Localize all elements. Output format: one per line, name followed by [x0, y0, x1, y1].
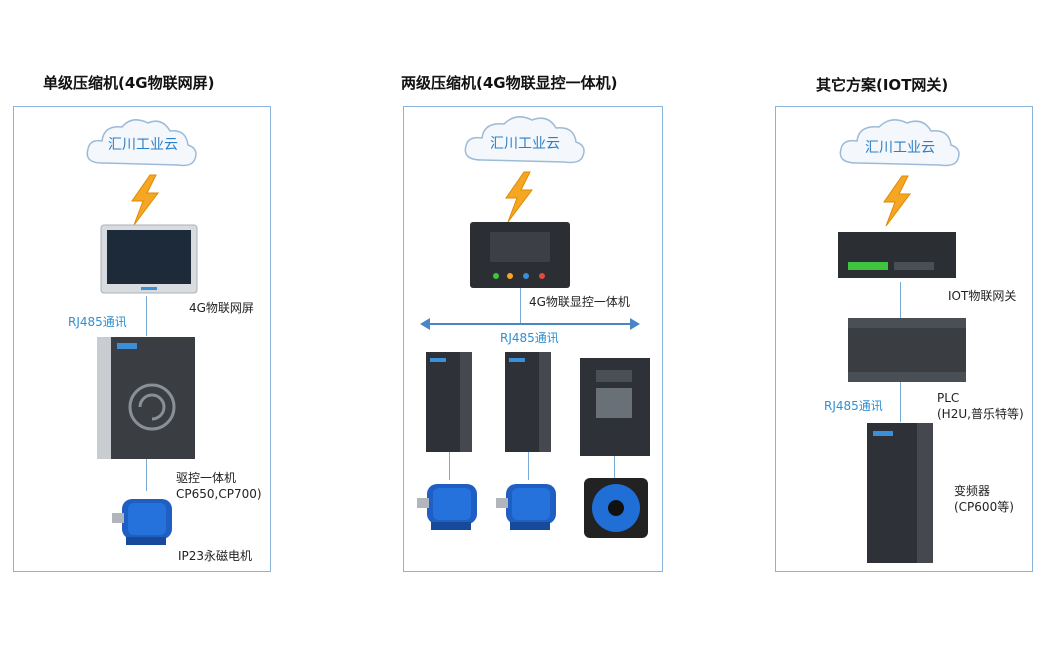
- link-label: RJ485通讯: [500, 331, 559, 345]
- section-title-single-stage: 单级压缩机(4G物联网屏): [43, 74, 215, 92]
- motor-icon: [496, 484, 556, 530]
- iot-gateway-device: [838, 232, 956, 278]
- drive-label-line1: 驱控一体机: [176, 471, 237, 485]
- device-label: 4G物联显控一体机: [529, 295, 630, 309]
- lightning-icon: [131, 174, 159, 226]
- inverter-2: [505, 352, 551, 452]
- cloud-label: 汇川工业云: [865, 140, 935, 156]
- iot-screen-device: [100, 224, 198, 294]
- gateway-label: IOT物联网关: [948, 289, 1017, 303]
- inverter-device: [867, 423, 933, 563]
- connector-line: [146, 296, 147, 336]
- cloud-label: 汇川工业云: [108, 137, 178, 153]
- connector-line: [900, 382, 901, 422]
- section-title-other: 其它方案(IOT网关): [816, 76, 949, 94]
- connector-line: [449, 452, 450, 480]
- hmi-controller-device: [470, 222, 570, 288]
- connector-line: [614, 456, 615, 478]
- drive-label-line2: CP650,CP700): [176, 487, 262, 501]
- inverter-label-line1: 变频器: [954, 484, 991, 498]
- connector-line: [900, 282, 901, 318]
- lightning-icon: [505, 171, 533, 223]
- cloud-icon: [464, 116, 585, 164]
- drive-unit: [97, 337, 195, 459]
- lightning-icon: [883, 175, 911, 227]
- connector-line: [528, 452, 529, 480]
- inverter-label-line2: (CP600等): [954, 500, 1014, 514]
- cloud-icon: [86, 119, 197, 167]
- cloud-icon: [839, 119, 960, 167]
- fan-icon: [584, 478, 648, 538]
- bus-arrow: [420, 318, 640, 330]
- inverter-1: [426, 352, 472, 452]
- link-label: RJ485通讯: [824, 399, 883, 413]
- device-label: 4G物联网屏: [189, 301, 254, 315]
- drive-label: 驱控一体机 CP650,CP700): [176, 470, 262, 502]
- plc-device: [848, 318, 966, 382]
- connector-line: [520, 288, 521, 323]
- inverter-label: 变频器 (CP600等): [954, 483, 1014, 515]
- cloud-label: 汇川工业云: [490, 136, 560, 152]
- plc-label: PLC (H2U,普乐特等): [937, 390, 1024, 422]
- motor-icon: [417, 484, 477, 530]
- fan-inverter: [580, 358, 650, 456]
- plc-label-line1: PLC: [937, 391, 960, 405]
- motor-label: IP23永磁电机: [178, 549, 253, 563]
- link-label: RJ485通讯: [68, 315, 127, 329]
- motor-icon: [112, 499, 172, 545]
- connector-line: [146, 459, 147, 491]
- section-title-two-stage: 两级压缩机(4G物联显控一体机): [401, 74, 618, 92]
- plc-label-line2: (H2U,普乐特等): [937, 407, 1024, 421]
